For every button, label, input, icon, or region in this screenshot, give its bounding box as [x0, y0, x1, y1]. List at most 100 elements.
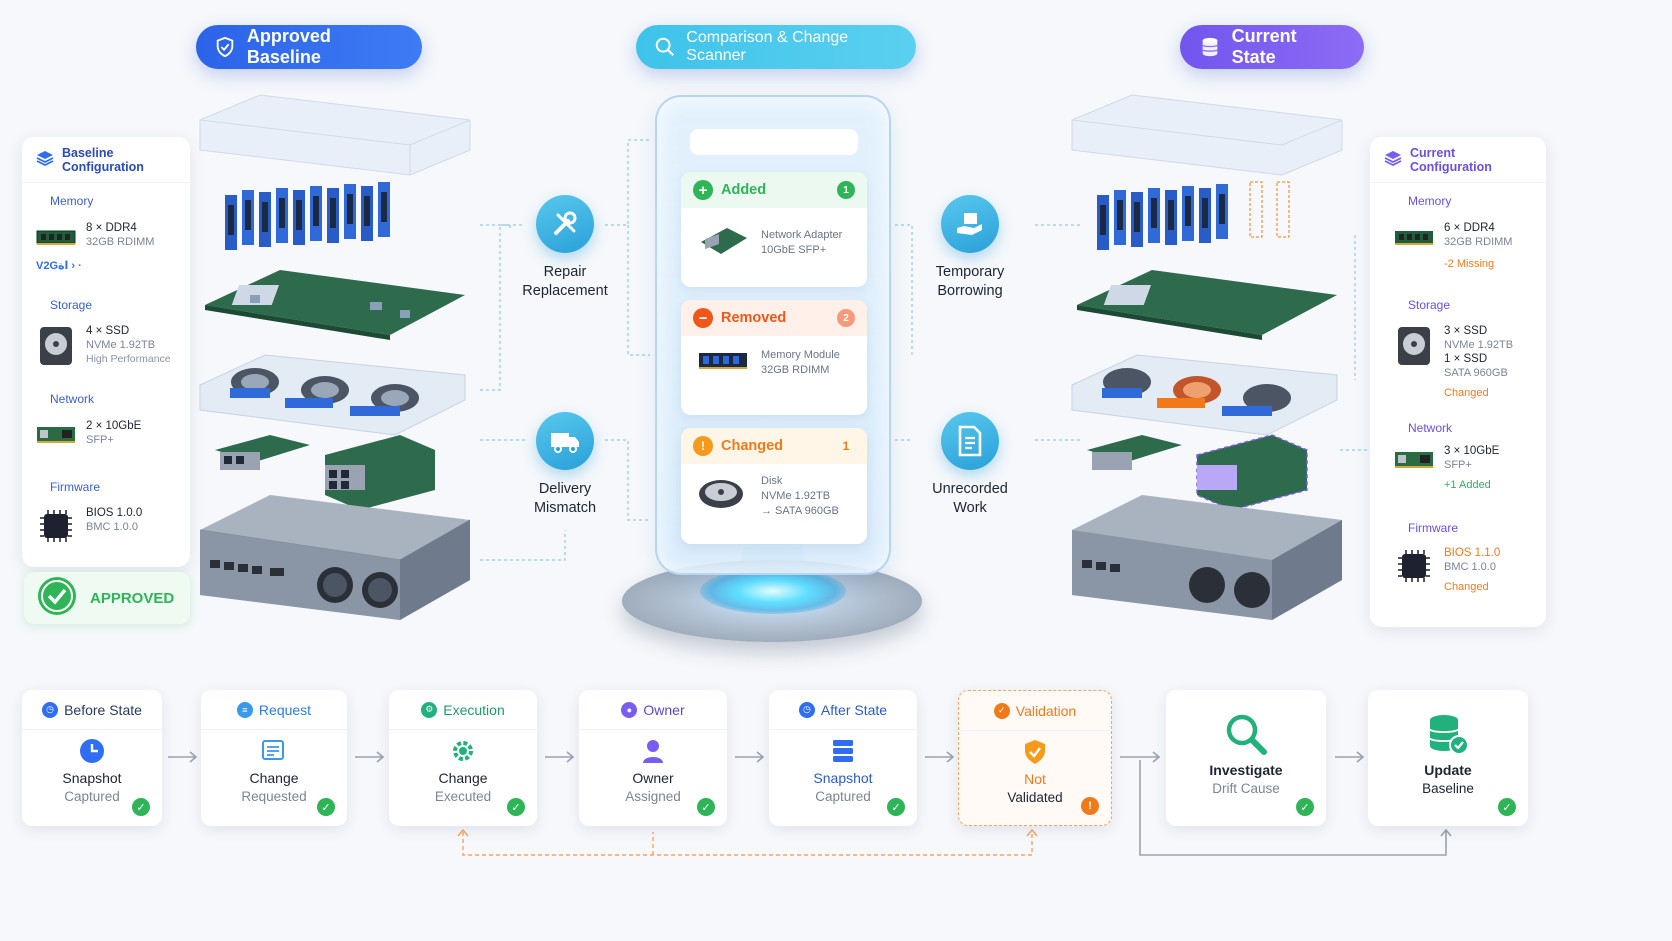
flow-validation-title: Validation [1015, 702, 1077, 719]
check-icon: ✓ [887, 798, 905, 816]
baseline-firmware-title: Firmware [50, 480, 100, 494]
flow-owner-head: ●Owner [579, 690, 727, 730]
document-icon [958, 425, 982, 457]
approved-baseline-label: Approved Baseline [246, 26, 331, 67]
current-chassis [1072, 495, 1342, 620]
disk-icon [36, 325, 76, 367]
scanner-label: Comparison & Change Scanner [686, 29, 849, 64]
flow-before-l2: Captured [64, 789, 120, 804]
check-icon: ✓ [1498, 798, 1516, 816]
added-item-spec: 10GbE SFP+ [761, 243, 827, 256]
layers-icon [36, 150, 54, 169]
baseline-network-title: Network [50, 392, 95, 406]
current-memory-count: 6 × DDR4 [1444, 222, 1495, 234]
flow-validation-head: ✓ Validation [959, 691, 1111, 731]
current-server-lid [1071, 94, 1343, 176]
memory-modules-group [225, 182, 390, 250]
baseline-storage-note: High Performance [86, 353, 171, 365]
scanner-pill[interactable]: Comparison & Change Scanner [636, 25, 916, 69]
form-icon [260, 738, 288, 764]
flow-request-title: Request [258, 701, 312, 718]
ram-icon [36, 222, 76, 252]
motherboard-layer [205, 270, 465, 340]
flow-before-state[interactable]: ◷Before State Snapshot Captured ✓ [22, 690, 162, 826]
current-firmware-changed: Changed [1444, 581, 1489, 593]
check-icon: ✓ [317, 798, 335, 816]
check-seal-icon [36, 575, 78, 621]
owner-dot-icon: ● [621, 701, 638, 718]
flow-validation[interactable]: ✓Validation Not Validated ! [958, 690, 1112, 826]
check-icon: ✓ [507, 798, 525, 816]
current-storage-title: Storage [1408, 298, 1451, 312]
current-state-pill[interactable]: Current State [1180, 25, 1364, 69]
flow-request-l1: Change [249, 770, 299, 786]
flow-before-title: Before State [64, 701, 142, 718]
check-icon: ✓ [1296, 798, 1314, 816]
current-memory-spec: 32GB RDIMM [1444, 236, 1513, 248]
flow-execution[interactable]: ⚙Execution Change Executed ✓ [389, 690, 537, 826]
changed-header: ! Changed 1 [681, 428, 867, 464]
repair-line1: Repair [543, 264, 587, 280]
alert-icon: ! [1081, 797, 1099, 815]
disk-icon [1394, 325, 1434, 367]
chip-icon [1394, 547, 1434, 585]
current-bmc: BMC 1.0.0 [1444, 561, 1496, 573]
flow-after-title: After State [820, 701, 888, 718]
current-storage-count: 3 × SSD [1444, 325, 1488, 337]
current-drive-bay [1071, 354, 1338, 436]
approved-baseline-pill[interactable]: Approved Baseline [196, 25, 422, 69]
baseline-bmc: BMC 1.0.0 [86, 521, 138, 533]
current-memory-group [1097, 181, 1290, 250]
server-icon [829, 738, 857, 764]
check-icon: ✓ [697, 798, 715, 816]
current-state-label: Current State [1231, 26, 1297, 67]
server-lid [199, 94, 471, 176]
execution-dot-icon: ⚙ [421, 701, 438, 718]
gear-icon [449, 738, 477, 764]
baseline-memory-extra-text: V2Gاة [36, 260, 69, 272]
flow-request[interactable]: ≡Request Change Requested ✓ [201, 690, 347, 826]
chip-icon [36, 507, 76, 545]
flow-after-state[interactable]: ◷After State Snapshot Captured ✓ [769, 690, 917, 826]
flow-execution-head: ⚙Execution [389, 690, 537, 730]
delivery-line1: Delivery [538, 481, 592, 497]
current-storage-spec2: SATA 960GB [1444, 367, 1508, 379]
delivery-cause-icon [536, 412, 594, 470]
validation-dot-icon: ✓ [993, 702, 1010, 719]
current-motherboard [1077, 270, 1337, 340]
before-dot-icon: ◷ [42, 701, 59, 718]
flow-investigate[interactable]: Investigate Drift Cause ✓ [1166, 690, 1326, 826]
current-bios: BIOS 1.1.0 [1444, 547, 1501, 559]
network-card-layer [215, 435, 435, 510]
delivery-line2: Mismatch [533, 500, 597, 516]
flow-after-l1: Snapshot [813, 770, 873, 786]
removed-count: 2 [837, 309, 855, 327]
current-network-added: +1 Added [1444, 479, 1491, 491]
current-storage-changed: Changed [1444, 387, 1489, 399]
drive-bay-layer [199, 354, 466, 436]
shield-icon [1021, 739, 1049, 765]
wrench-icon [554, 211, 577, 235]
removed-item-spec: 32GB RDIMM [761, 364, 830, 376]
flow-owner-l2: Assigned [625, 789, 681, 804]
network-adapter-icon [697, 220, 749, 265]
arrow-icon: › · [71, 260, 82, 272]
network-card-icon [1394, 445, 1434, 475]
current-memory-missing: -2 Missing [1444, 258, 1495, 270]
removed-label: Removed [721, 310, 787, 326]
ram-icon [1394, 222, 1434, 252]
flow-owner[interactable]: ●Owner Owner Assigned ✓ [579, 690, 727, 826]
baseline-storage-spec: NVMe 1.92TB [86, 339, 156, 351]
layers-icon [1384, 150, 1402, 169]
baseline-memory-count: 8 × DDR4 [86, 222, 137, 234]
repair-line2: Replacement [522, 283, 608, 299]
flow-update-baseline[interactable]: Update Baseline ✓ [1368, 690, 1528, 826]
